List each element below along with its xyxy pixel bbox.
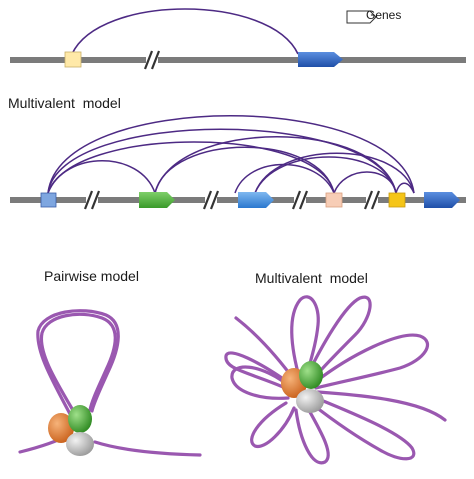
- chromatin-fiber: [36, 309, 120, 416]
- chromatin-fiber: [250, 401, 296, 449]
- protein-gray: [296, 389, 324, 413]
- enhancer-element: [64, 51, 82, 68]
- chromatin-fiber: [39, 312, 117, 414]
- chromatin-fiber: [224, 351, 294, 392]
- break-mark: [143, 50, 161, 70]
- regulatory-element-peach: [325, 192, 343, 208]
- panel-title-pairwise: Pairwise model: [44, 268, 139, 284]
- gene-arrow-green: [139, 192, 175, 208]
- panel-title-multivalent-3d: Multivalent model: [255, 270, 368, 286]
- protein-green: [299, 361, 323, 389]
- protein-green: [68, 405, 92, 433]
- legend-label: Genes: [366, 8, 402, 22]
- gene-arrow-blue: [424, 192, 460, 208]
- loop-arc: [71, 8, 299, 55]
- chromatin-fiber: [310, 396, 416, 461]
- protein-gray: [66, 432, 94, 456]
- break-marks: [83, 190, 381, 210]
- chromatin-line: [10, 57, 466, 63]
- loop-arcs: [47, 115, 415, 194]
- chromatin-fiber: [304, 295, 372, 382]
- gene-arrow-lightblue: [238, 192, 274, 208]
- gene-arrow: [298, 52, 343, 67]
- pairwise-3d-model: [18, 309, 202, 457]
- multivalent-3d-model: [224, 295, 447, 465]
- chromatin-fiber: [294, 403, 330, 465]
- top-panel: [10, 8, 466, 70]
- regulatory-element-blue: [40, 192, 57, 208]
- multivalent-linear-panel: [10, 115, 466, 210]
- chromatin-fiber: [290, 295, 320, 382]
- protein-orange: [48, 413, 74, 443]
- chromatin-fiber: [316, 390, 447, 422]
- gene-arrow-icon: [346, 10, 377, 24]
- panel-title-multivalent-linear: Multivalent model: [8, 95, 121, 111]
- chromatin-fiber: [93, 440, 202, 457]
- chromatin-fiber: [312, 333, 430, 390]
- chromatin-fiber: [230, 365, 294, 400]
- regulatory-element-gold: [388, 192, 406, 208]
